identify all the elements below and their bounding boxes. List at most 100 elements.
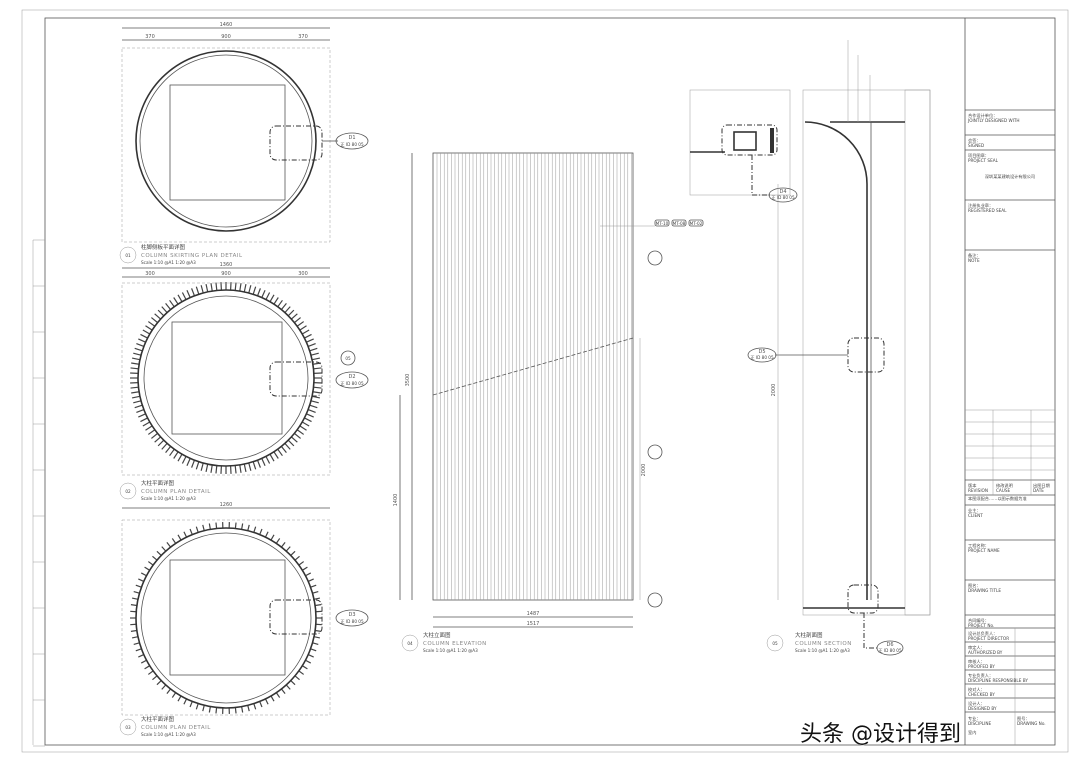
fin-tooth bbox=[138, 338, 146, 343]
concrete-core bbox=[169, 559, 286, 676]
callout-d1[interactable] bbox=[335, 132, 369, 150]
dim-total: 1460 bbox=[220, 22, 233, 28]
fin-tooth bbox=[287, 309, 295, 317]
concrete-core bbox=[169, 84, 286, 201]
title-field-label: 合同编号： bbox=[968, 617, 989, 624]
fin-tooth bbox=[152, 675, 158, 681]
wall-hatch bbox=[904, 89, 931, 616]
fin-tooth bbox=[140, 572, 147, 577]
title-field-label-en: DESIGNED BY bbox=[968, 706, 997, 711]
fin-tooth bbox=[138, 578, 145, 582]
fin-teeth bbox=[130, 522, 322, 714]
fin-tooth bbox=[247, 705, 250, 712]
fin-tooth bbox=[215, 707, 218, 714]
fin-tooth bbox=[130, 604, 137, 607]
left-revision-strip bbox=[32, 239, 45, 747]
section-mark[interactable] bbox=[647, 250, 663, 266]
title-field-label: 合作设计单位： bbox=[968, 112, 997, 119]
fin-tooth bbox=[161, 684, 167, 690]
leader bbox=[863, 613, 878, 649]
plan-boundary bbox=[121, 47, 331, 243]
callout-label: D5 bbox=[758, 349, 765, 355]
fin-tooth bbox=[275, 692, 281, 698]
split-line bbox=[432, 337, 634, 396]
fin-tooth bbox=[301, 421, 310, 427]
callout-d3[interactable] bbox=[335, 609, 369, 627]
fin-tooth bbox=[166, 688, 172, 695]
panel bbox=[770, 128, 774, 153]
fin-tooth bbox=[133, 352, 142, 356]
fin-tooth bbox=[156, 550, 162, 556]
view-number: 02 bbox=[125, 489, 131, 494]
fin-tooth bbox=[301, 329, 310, 335]
callout-label: D6 bbox=[886, 642, 893, 648]
callout-d4[interactable] bbox=[768, 187, 798, 203]
fin-tooth bbox=[189, 528, 193, 535]
fin-tooth bbox=[145, 425, 153, 431]
cause-label: 修改说明 bbox=[996, 482, 1013, 489]
section-mark[interactable] bbox=[647, 444, 663, 460]
fin-tooth bbox=[273, 451, 279, 459]
fin-tooth bbox=[147, 561, 154, 566]
fin-tooth bbox=[154, 436, 162, 443]
callout-d6[interactable] bbox=[876, 640, 904, 656]
drawing-no-label: 图号： bbox=[1017, 716, 1030, 722]
detail-bubble bbox=[269, 125, 323, 161]
fin-tooth bbox=[302, 665, 308, 670]
material-tag[interactable] bbox=[688, 219, 704, 227]
fin-tooth bbox=[313, 386, 322, 389]
fin-tooth bbox=[210, 464, 213, 473]
section-mark[interactable] bbox=[647, 592, 663, 608]
view-scale: Scale 1:10 @A1 1:20 @A3 bbox=[423, 648, 478, 653]
fin-tooth bbox=[302, 566, 308, 571]
fin-tooth bbox=[280, 446, 287, 453]
fin-tooth bbox=[208, 523, 211, 530]
detail-bubble bbox=[847, 584, 879, 614]
view-title-en: COLUMN PLAN DETAIL bbox=[141, 489, 211, 495]
fin-tooth bbox=[136, 343, 145, 348]
fin-tooth bbox=[142, 329, 151, 335]
fin-tooth bbox=[202, 524, 205, 531]
fin-tooth bbox=[253, 703, 257, 710]
callout-d2[interactable] bbox=[335, 371, 369, 389]
view-number: 03 bbox=[125, 725, 131, 730]
fin-tooth bbox=[315, 604, 322, 607]
fin-tooth bbox=[270, 534, 275, 541]
fin-tooth bbox=[144, 665, 150, 670]
callout-d5[interactable] bbox=[747, 347, 777, 363]
fin-tooth bbox=[144, 566, 150, 571]
column-outer-ring bbox=[135, 527, 317, 709]
section-mark[interactable] bbox=[340, 350, 356, 366]
fin-tooth bbox=[294, 432, 301, 439]
fin-tooth bbox=[181, 292, 187, 300]
fin-tooth bbox=[156, 680, 162, 686]
callout-ref: 正 ID 80 05 bbox=[771, 195, 795, 200]
fin-tooth bbox=[133, 590, 140, 594]
fin-tooth bbox=[165, 446, 172, 453]
view-number-circle bbox=[401, 634, 419, 652]
fin-tooth bbox=[241, 523, 244, 530]
fin-tooth bbox=[284, 442, 291, 450]
concrete-core bbox=[171, 321, 283, 435]
fin-tooth bbox=[248, 462, 252, 471]
date-label-en: DATE bbox=[1033, 488, 1044, 493]
fin-tooth bbox=[253, 526, 257, 533]
fin-tooth bbox=[248, 285, 252, 294]
material-tag[interactable] bbox=[671, 219, 687, 227]
fin-tooth bbox=[304, 333, 312, 339]
material-tag[interactable] bbox=[654, 219, 670, 227]
fin-tooth bbox=[169, 299, 175, 308]
fin-tooth bbox=[294, 555, 300, 561]
material-tag-label: MT-02 bbox=[690, 221, 703, 226]
title-field-label-en: PROJECT No. bbox=[968, 623, 994, 628]
title-block: 深圳某某建筑设计有限公司 版本 REVISION 修改说明 CAUSE 出图日期… bbox=[965, 109, 1055, 745]
view-title-en: COLUMN PLAN DETAIL bbox=[141, 725, 211, 731]
fin-tooth bbox=[134, 404, 143, 409]
dim-part: 900 bbox=[221, 34, 231, 40]
fin-tooth bbox=[234, 282, 237, 291]
fin-tooth bbox=[208, 706, 211, 713]
title-field-label: 注册执业章： bbox=[968, 202, 993, 209]
fin-tooth bbox=[200, 285, 204, 294]
vertical-fins bbox=[436, 153, 632, 600]
fin-tooth bbox=[147, 429, 156, 435]
